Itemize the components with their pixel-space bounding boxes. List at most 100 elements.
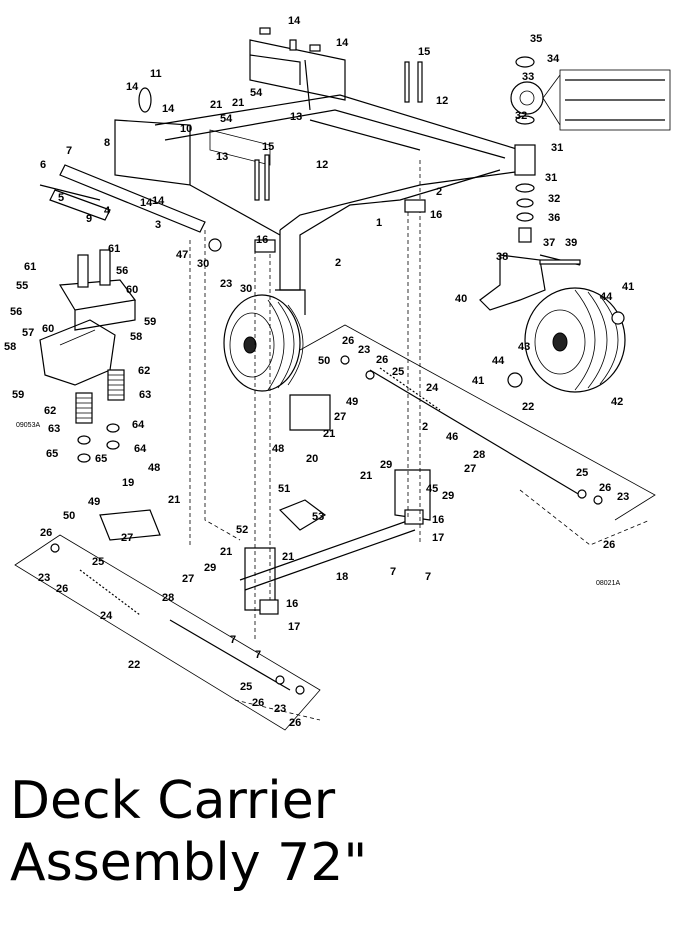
part-callout-13: 13 [216,151,228,163]
part-callout-33: 33 [522,71,534,83]
part-callout-21: 21 [282,551,294,563]
part-callout-7: 7 [255,649,261,661]
part-callout-9: 9 [86,213,92,225]
part-callout-15: 15 [418,46,430,58]
part-callout-12: 12 [436,95,448,107]
part-callout-24: 24 [426,382,439,394]
part-callout-39: 39 [565,237,577,249]
part-callout-21: 21 [323,428,335,440]
part-callout-23: 23 [617,491,629,503]
part-callout-6: 6 [40,159,46,171]
hardware [50,27,625,695]
part-callout-37: 37 [543,237,555,249]
title-line-2: Assembly 72" [10,833,368,893]
part-callout-23: 23 [274,703,286,715]
part-callout-17: 17 [288,621,300,633]
part-callout-2: 2 [436,186,442,198]
part-callout-25: 25 [576,467,588,479]
part-callout-4: 4 [104,205,111,217]
part-callout-47: 47 [176,249,188,261]
page-title: Deck Carrier Assembly 72" [10,770,670,894]
part-callout-28: 28 [473,449,485,461]
linkage-outlines [14,324,656,731]
part-callout-16: 16 [430,209,442,221]
part-callout-26: 26 [252,697,264,709]
part-callout-7: 7 [425,571,431,583]
part-callout-49: 49 [346,396,358,408]
part-callout-26: 26 [599,482,611,494]
part-callout-45: 45 [426,483,438,495]
part-callout-55: 55 [16,280,28,292]
part-callout-57: 57 [22,327,34,339]
part-callout-65: 65 [95,453,107,465]
part-callout-53: 53 [312,511,324,523]
part-callout-28: 28 [162,592,174,604]
front-wheel [223,289,306,392]
part-callout-56: 56 [10,306,22,318]
deck-carrier-exploded-diagram: 1414151114141221215410131354781465491431… [4,15,671,731]
part-callout-20: 20 [306,453,318,465]
part-callout-14: 14 [152,195,165,207]
axle-tube [39,164,206,233]
part-callout-11: 11 [150,68,162,80]
part-callout-52: 52 [236,524,248,536]
part-callout-32: 32 [548,193,560,205]
part-callout-40: 40 [455,293,467,305]
part-callout-27: 27 [334,411,346,423]
part-callout-7: 7 [66,145,72,157]
part-callout-46: 46 [446,431,458,443]
part-callout-30: 30 [240,283,252,295]
part-callout-26: 26 [603,539,615,551]
part-callout-2: 2 [335,257,341,269]
part-callout-41: 41 [472,375,484,387]
part-callout-26: 26 [289,717,301,729]
part-callout-15: 15 [262,141,274,153]
part-callout-50: 50 [318,355,330,367]
part-callout-59: 59 [12,389,24,401]
title-line-1: Deck Carrier [10,771,336,831]
part-callout-49: 49 [88,496,100,508]
part-callout-58: 58 [130,331,142,343]
part-callout-23: 23 [220,278,232,290]
part-callout-14: 14 [162,103,175,115]
part-callout-3: 3 [155,219,161,231]
part-callout-48: 48 [148,462,160,474]
part-callout-29: 29 [442,490,454,502]
part-callout-34: 34 [547,53,560,65]
part-callout-64: 64 [134,443,147,455]
part-callout-16: 16 [432,514,444,526]
part-callout-21: 21 [360,470,372,482]
dashed-leaders [189,160,651,721]
part-callout-18: 18 [336,571,348,583]
part-callout-24: 24 [100,610,113,622]
part-callout-64: 64 [132,419,145,431]
part-callout-54: 54 [220,113,233,125]
part-callout-23: 23 [38,572,50,584]
part-callout-31: 31 [545,172,557,184]
part-callout-30: 30 [197,258,209,270]
part-callout-7: 7 [230,634,236,646]
part-callout-19: 19 [122,477,134,489]
part-callout-63: 63 [48,423,60,435]
part-callout-38: 38 [496,251,508,263]
part-callout-60: 60 [126,284,138,296]
caster-wheel [524,287,626,393]
part-callout-16: 16 [256,234,268,246]
part-callout-60: 60 [42,323,54,335]
part-callout-61: 61 [108,243,120,255]
part-callout-51: 51 [278,483,290,495]
part-callout-27: 27 [182,573,194,585]
main-figure-code: 08021A [596,580,620,587]
part-callout-7: 7 [390,566,396,578]
part-callout-48: 48 [272,443,284,455]
part-callout-21: 21 [220,546,232,558]
lift-springs [79,367,441,616]
caster-spindle [510,56,671,243]
part-callout-1: 1 [376,217,382,229]
part-callout-62: 62 [44,405,56,417]
part-callout-36: 36 [548,212,560,224]
part-callout-14: 14 [140,197,153,209]
part-callout-29: 29 [204,562,216,574]
part-callout-59: 59 [144,316,156,328]
part-callout-25: 25 [240,681,252,693]
